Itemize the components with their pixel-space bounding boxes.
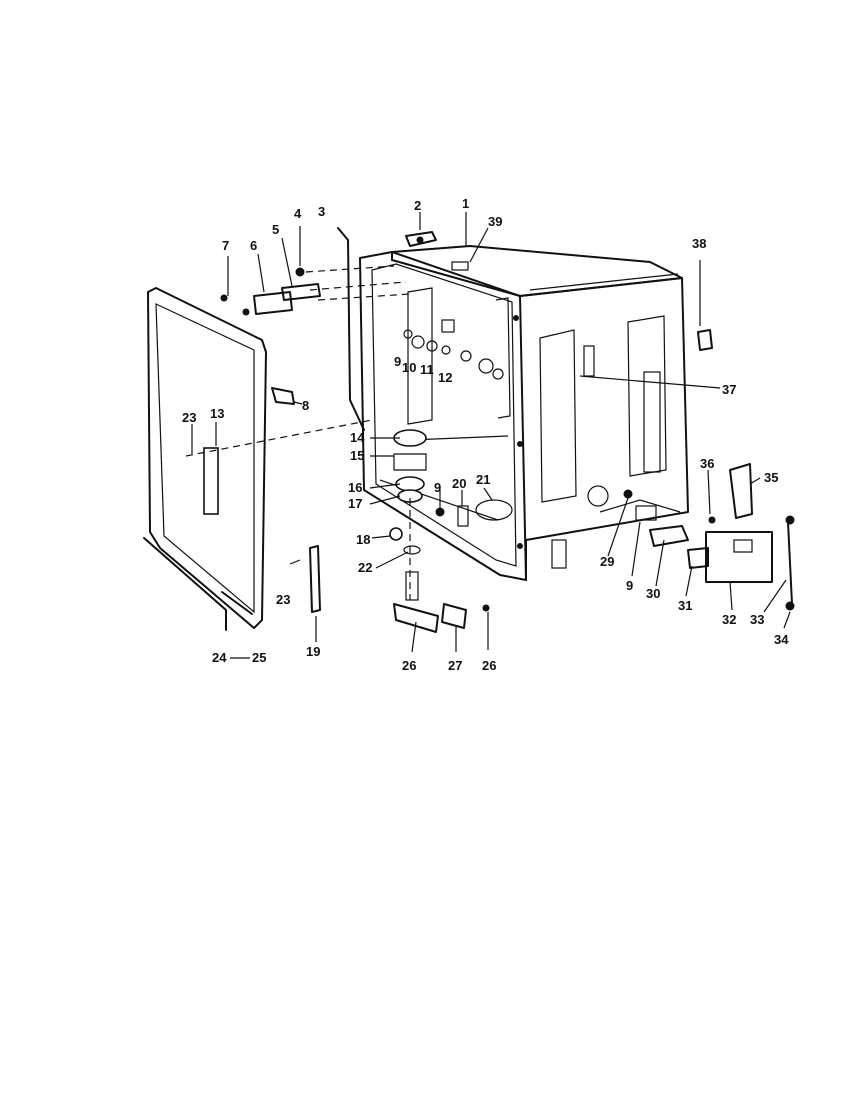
callout-12: 12 <box>438 370 452 385</box>
part-3-rod <box>337 227 365 431</box>
callout-5: 5 <box>272 222 279 237</box>
callout-23-strike: 23 <box>276 592 290 607</box>
callout-22: 22 <box>358 560 372 575</box>
callout-4: 4 <box>294 206 302 221</box>
callout-21: 21 <box>476 472 490 487</box>
callout-17: 17 <box>348 496 362 511</box>
callout-labels: 1 2 39 3 4 5 6 7 38 8 9 10 11 12 37 23 1… <box>182 196 789 673</box>
callout-18: 18 <box>356 532 370 547</box>
callout-2: 2 <box>414 198 421 213</box>
callout-1: 1 <box>462 196 469 211</box>
part-22-washer <box>403 545 421 555</box>
assembly-lines <box>185 265 411 600</box>
electrical-parts <box>583 329 795 611</box>
callout-13: 13 <box>210 406 224 421</box>
callout-26-left: 26 <box>402 658 416 673</box>
callout-3: 3 <box>318 204 325 219</box>
callout-37: 37 <box>722 382 736 397</box>
callout-6: 6 <box>250 238 257 253</box>
callout-16: 16 <box>348 480 362 495</box>
leader-lines <box>191 212 791 659</box>
part-18-nut <box>389 527 403 541</box>
pump-parts <box>393 319 504 527</box>
callout-35: 35 <box>764 470 778 485</box>
callout-7: 7 <box>222 238 229 253</box>
part-19-strike <box>309 545 321 613</box>
callout-11: 11 <box>420 362 434 377</box>
hinge-parts <box>220 267 321 316</box>
callout-34: 34 <box>774 632 789 647</box>
callout-27: 27 <box>448 658 462 673</box>
callout-24: 24 <box>212 650 227 665</box>
callout-38: 38 <box>692 236 706 251</box>
callout-33: 33 <box>750 612 764 627</box>
callout-26-right: 26 <box>482 658 496 673</box>
hinge-brackets <box>393 571 490 633</box>
callout-9-upper: 9 <box>394 354 401 369</box>
callout-39: 39 <box>488 214 502 229</box>
callout-15: 15 <box>350 448 364 463</box>
callout-25: 25 <box>252 650 266 665</box>
callout-31: 31 <box>678 598 692 613</box>
callout-9-lower: 9 <box>434 480 441 495</box>
callout-9-right: 9 <box>626 578 633 593</box>
callout-10: 10 <box>402 360 416 375</box>
callout-32: 32 <box>722 612 736 627</box>
part-39-bracket <box>451 261 469 271</box>
callout-8: 8 <box>302 398 309 413</box>
callout-29: 29 <box>600 554 614 569</box>
callout-19: 19 <box>306 644 320 659</box>
callout-20: 20 <box>452 476 466 491</box>
callout-36: 36 <box>700 456 714 471</box>
callout-14: 14 <box>350 430 365 445</box>
callout-30: 30 <box>646 586 660 601</box>
part-2-top-bracket <box>405 231 437 247</box>
callout-23-door: 23 <box>182 410 196 425</box>
door-panel <box>143 287 295 631</box>
